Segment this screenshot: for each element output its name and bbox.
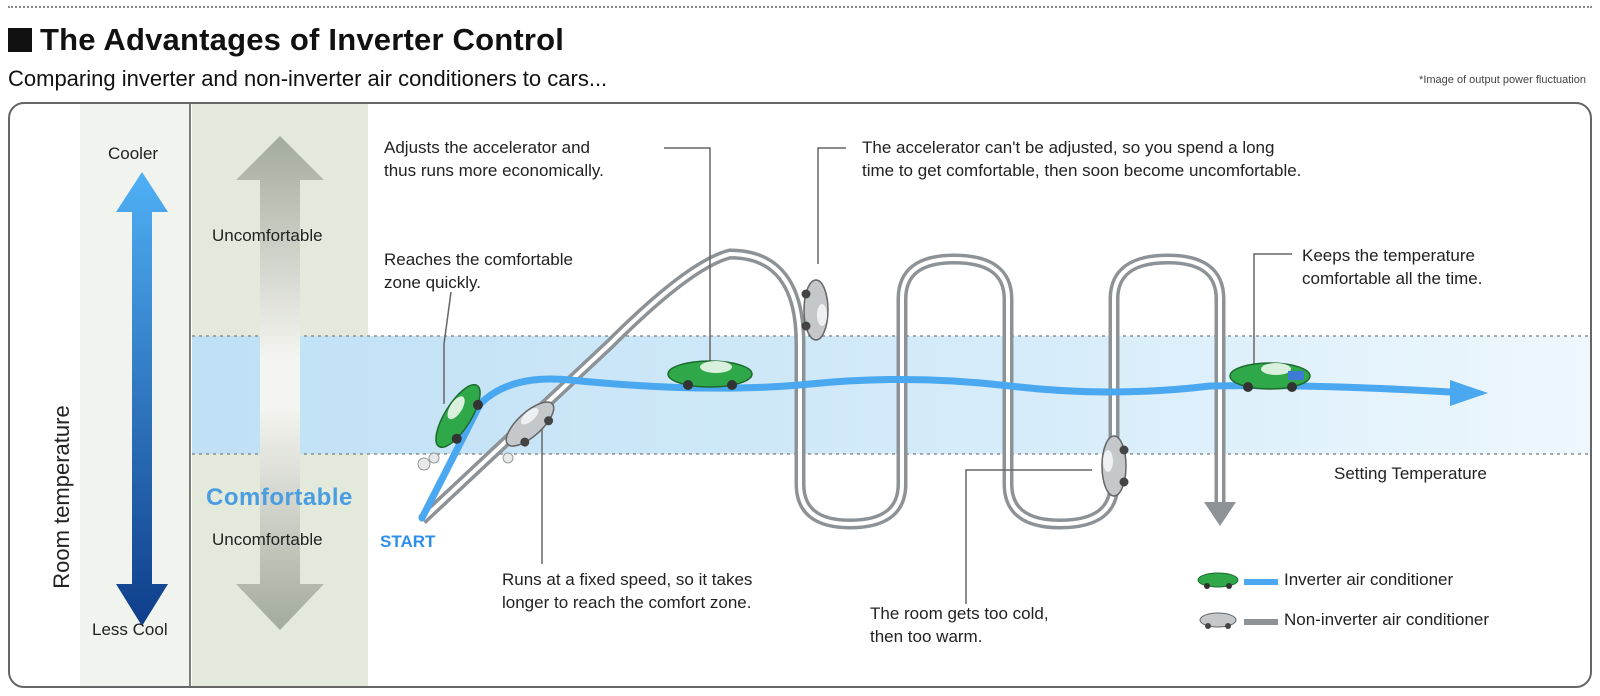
- annotation-cant-adjust: The accelerator can't be adjusted, so yo…: [862, 138, 1302, 180]
- annotation-too-cold: The room gets too cold, then too warm.: [870, 604, 1049, 646]
- axis-bottom-label: Less Cool: [92, 620, 168, 639]
- non-inverter-car-descending: [801, 279, 829, 341]
- legend-inverter: Inverter air conditioner: [1284, 570, 1453, 590]
- non-inverter-car-ramp: [505, 401, 555, 447]
- axis-title: Room temperature: [49, 405, 74, 589]
- page-heading: The Advantages of Inverter Control: [8, 22, 564, 58]
- legend-non-inverter-mark: [1199, 612, 1278, 629]
- exhaust-puff-icon: [417, 452, 514, 471]
- page-title: The Advantages of Inverter Control: [40, 22, 565, 57]
- legend-inverter-label: Inverter air conditioner: [1284, 570, 1454, 589]
- zone-lower-label: Uncomfortable: [212, 530, 323, 549]
- leader-keeps: [1253, 253, 1292, 366]
- legend-non-inverter-label: Non-inverter air conditioner: [1284, 610, 1490, 629]
- leader-cold: [965, 469, 1092, 604]
- non-inverter-road-arrowhead: [1204, 502, 1236, 526]
- inverter-road: [418, 375, 1454, 522]
- annotation-reaches: Reaches the comfortable zone quickly.: [384, 250, 573, 292]
- temperature-axis-arrow: [116, 172, 168, 626]
- output-power-note: *Image of output power fluctuation: [1419, 74, 1586, 86]
- zone-upper-label: Uncomfortable: [212, 226, 323, 245]
- heading-square-bullet: [8, 28, 32, 52]
- comfort-band: [192, 336, 1590, 454]
- comfort-zone-double-arrow: [236, 136, 324, 630]
- leader-adjusts: [664, 147, 711, 364]
- inverter-road-arrowhead: [1450, 380, 1488, 406]
- inverter-car-right: [1229, 362, 1311, 392]
- annotation-keeps: Keeps the temperature comfortable all th…: [1302, 246, 1483, 288]
- inverter-car-climbing: [435, 383, 483, 449]
- non-inverter-road-centerline: [420, 252, 1222, 526]
- start-label: START: [380, 532, 436, 551]
- leader-reaches: [443, 291, 452, 404]
- page-subtitle: Comparing inverter and non-inverter air …: [8, 66, 608, 91]
- leader-cant-adjust: [817, 147, 846, 264]
- annotation-adjusts: Adjusts the accelerator and thus runs mo…: [384, 138, 604, 180]
- zone-middle-label: Comfortable: [206, 484, 353, 511]
- axis-top-label: Cooler: [108, 144, 159, 163]
- annotation-fixed-speed: Runs at a fixed speed, so it takes longe…: [502, 570, 753, 612]
- inverter-car-middle: [667, 360, 753, 390]
- legend-inverter-mark: [1197, 572, 1278, 589]
- non-inverter-car-climbing: [1101, 435, 1129, 497]
- legend-non-inverter: Non-inverter air conditioner: [1284, 610, 1489, 630]
- setting-temperature-label: Setting Temperature: [1334, 464, 1487, 483]
- top-dotted-rule: [8, 6, 1592, 8]
- diagram-canvas: [80, 104, 1590, 686]
- diagram-panel: Cooler Less Cool Room temperature Uncomf…: [8, 102, 1592, 688]
